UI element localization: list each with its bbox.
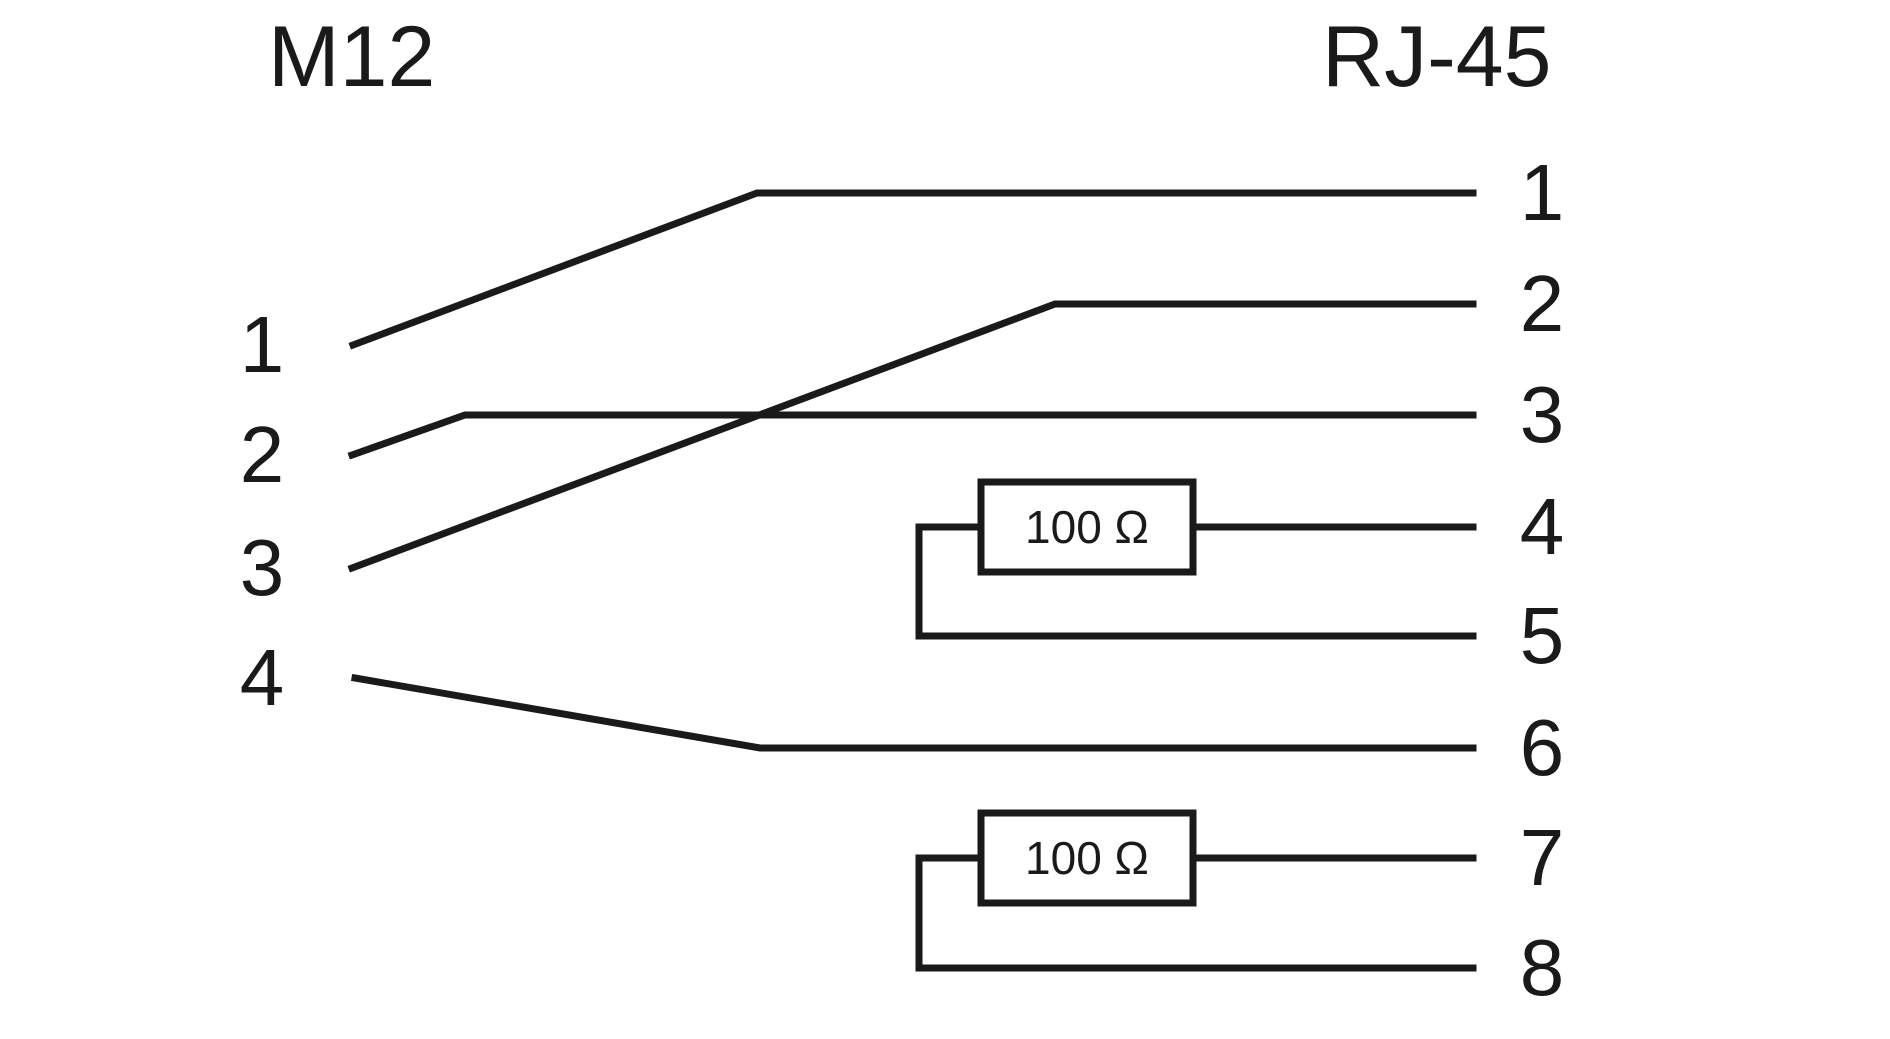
- resistor-box-pins-4-5: [977, 478, 1197, 576]
- left-pin-label-4: 4: [239, 633, 285, 722]
- right-pin-label-2: 2: [1519, 259, 1565, 348]
- wire-m12-1-to-rj45-1: [348, 189, 1477, 350]
- right-pin-label-1: 1: [1519, 148, 1565, 237]
- right-connector-title: RJ-45: [1322, 9, 1552, 105]
- resistor-leads-pins-4-5: [915, 523, 1477, 640]
- left-connector-title: M12: [268, 9, 436, 105]
- resistor-box-pins-7-8: [977, 809, 1197, 907]
- resistor-value-pins-7-8: 100 Ω: [1025, 832, 1149, 884]
- wire-m12-3-to-rj45-2: [347, 300, 1477, 573]
- wire-m12-4-to-rj45-6: [350, 673, 1477, 752]
- right-pin-label-6: 6: [1519, 703, 1565, 792]
- right-pin-label-5: 5: [1519, 591, 1565, 680]
- left-pin-label-2: 2: [239, 410, 285, 499]
- left-pin-label-3: 3: [239, 523, 285, 612]
- right-pin-label-8: 8: [1519, 923, 1565, 1012]
- right-pin-label-3: 3: [1519, 370, 1565, 459]
- wire-m12-2-to-rj45-3: [347, 411, 1477, 460]
- left-pin-label-1: 1: [239, 300, 285, 389]
- resistor-leads-pins-7-8: [915, 854, 1477, 972]
- right-pin-label-7: 7: [1519, 813, 1565, 902]
- resistor-value-pins-4-5: 100 Ω: [1025, 501, 1149, 553]
- right-pin-label-4: 4: [1519, 482, 1565, 571]
